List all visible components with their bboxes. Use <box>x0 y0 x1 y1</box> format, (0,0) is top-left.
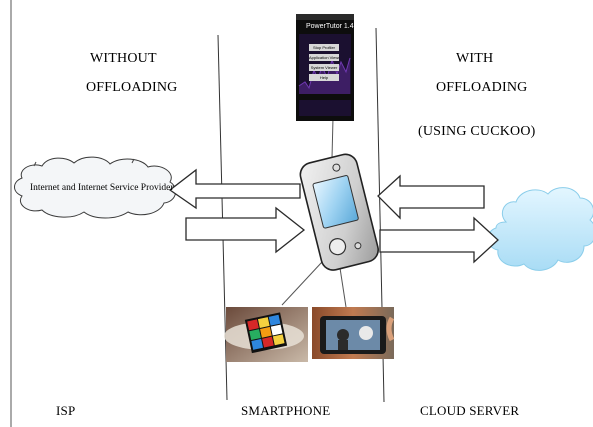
bottom-label-smartphone: SMARTPHONE <box>241 403 331 418</box>
arrow-to-isp <box>168 168 301 210</box>
with-label-line3: (USING CUCKOO) <box>418 124 536 139</box>
connector-line-right <box>339 267 347 308</box>
arrow-to-smartphone-from-cloud <box>377 174 485 220</box>
connector-line-left <box>281 261 323 306</box>
smartphone-device-icon <box>299 153 379 271</box>
without-label-line1: WITHOUT <box>90 51 157 66</box>
bottom-label-cloud-server: CLOUD SERVER <box>420 403 520 418</box>
arrow-to-smartphone-from-isp <box>185 206 306 254</box>
without-label-line2: OFFLOADING <box>86 80 178 95</box>
isp-cloud-label: Internet and Internet Service Provider <box>30 183 174 193</box>
connector-line-top <box>331 117 334 159</box>
powertutor-button-help: Help <box>309 74 339 81</box>
cloud-server <box>487 187 593 271</box>
camera-phone-thumbnail <box>312 307 395 359</box>
powertutor-button-stop-profiler: Stop Profiler <box>309 44 339 51</box>
with-label-line2: OFFLOADING <box>436 80 528 95</box>
arrow-to-cloud <box>379 216 499 264</box>
powertutor-button-application-viewer: Application Viewer <box>309 54 339 61</box>
with-label-line1: WITH <box>456 51 494 66</box>
powertutor-button-system-viewer: System Viewer <box>309 64 339 71</box>
rubiks-cube-thumbnail <box>224 307 308 362</box>
powertutor-title: PowerTutor 1.4 <box>306 23 354 30</box>
bottom-label-isp: ISP <box>56 403 76 418</box>
